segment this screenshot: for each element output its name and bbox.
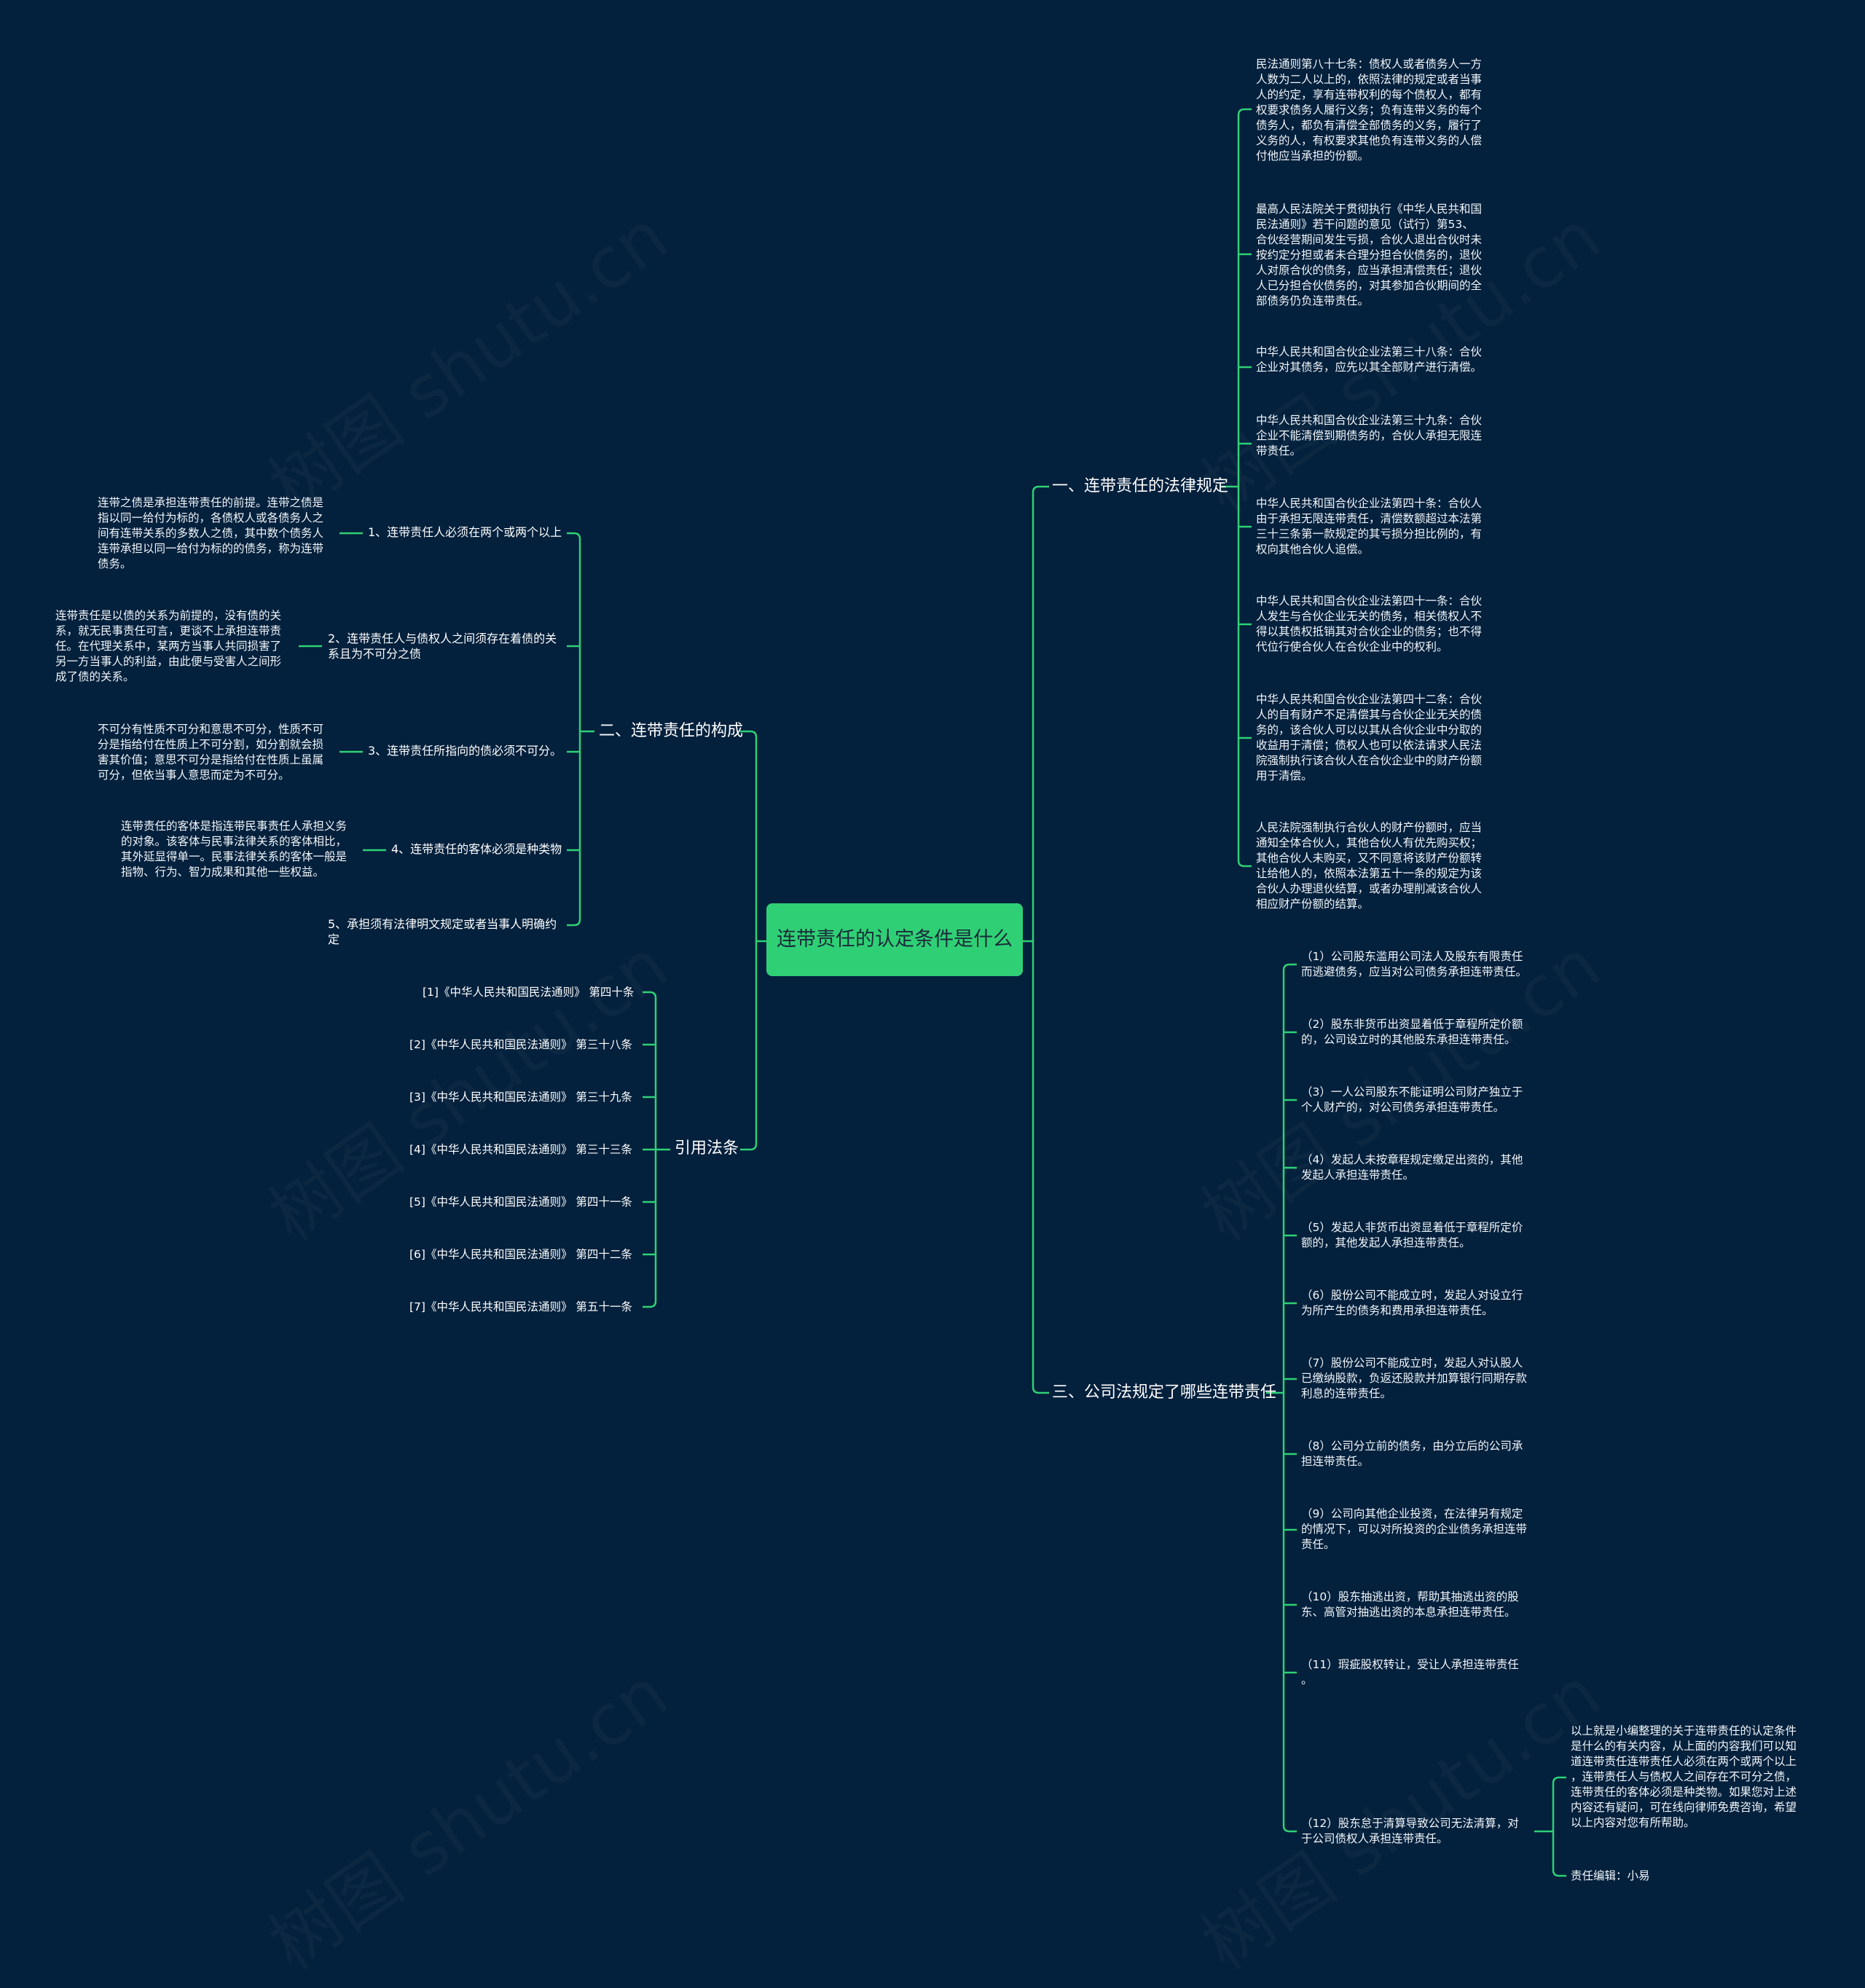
composition-item[interactable]: 4、连带责任的客体必须是种类物: [391, 842, 562, 856]
composition-detail: 连带责任的客体是指连带民事责任人承担义务 的对象。该客体与民事法律关系的客体相比…: [121, 820, 348, 879]
branch-refs-title[interactable]: 引用法条: [675, 1139, 739, 1158]
company-item: （6）股份公司不能成立时，发起人对设立行 为所产生的债务和费用承担连带责任。: [1301, 1289, 1523, 1317]
legal-item: 中华人民共和国合伙企业法第四十一条：合伙 人发生与合伙企业无关的债务，相关债权人…: [1256, 594, 1483, 653]
legal-item: 最高人民法院关于贯彻执行《中华人民共和国 民法通则》若干问题的意见（试行）第53…: [1256, 203, 1483, 307]
company-item: （3）一人公司股东不能证明公司财产独立于 个人财产的，对公司债务承担连带责任。: [1301, 1085, 1523, 1114]
company-item: （4）发起人未按章程规定缴足出资的，其他 发起人承担连带责任。: [1301, 1153, 1523, 1182]
connector-lines: [299, 108, 1566, 1877]
company-item: （1）公司股东滥用公司法人及股东有限责任 而逃避债务，应当对公司债务承担连带责任…: [1301, 950, 1528, 978]
legal-item: 中华人民共和国合伙企业法第四十二条：合伙 人的自有财产不足清偿其与合伙企业无关的…: [1256, 693, 1483, 782]
ref-item[interactable]: [2]《中华人民共和国民法通则》 第三十八条: [409, 1038, 632, 1051]
summary-link: [1552, 1869, 1566, 1877]
branch-legal-title[interactable]: 一、连带责任的法律规定: [1052, 477, 1229, 495]
root-node[interactable]: 连带责任的认定条件是什么: [766, 903, 1023, 976]
root-left-link: [740, 1143, 758, 1151]
company-link: [1282, 1825, 1297, 1833]
branch-company-title[interactable]: 三、公司法规定了哪些连带责任: [1052, 1383, 1277, 1402]
composition-detail: 连带之债是承担连带责任的前提。连带之债是 指以同一给付为标的，各债权人或各债务人…: [98, 496, 324, 570]
company-item: （10）股东抽逃出资，帮助其抽逃出资的股 东、高管对抽逃出资的本息承担连带责任。: [1301, 1590, 1519, 1619]
ref-item[interactable]: [4]《中华人民共和国民法通则》 第三十三条: [409, 1143, 632, 1156]
ref-item[interactable]: [5]《中华人民共和国民法通则》 第四十一条: [409, 1195, 632, 1209]
composition-item[interactable]: 2、连带责任人与债权人之间须存在着债的关 系且为不可分之债: [328, 632, 557, 661]
composition-link: [567, 532, 581, 540]
legal-item: 中华人民共和国合伙企业法第三十九条：合伙 企业不能清偿到期债务的，合伙人承担无限…: [1256, 414, 1483, 457]
branch-composition-title[interactable]: 二、连带责任的构成: [599, 722, 744, 740]
root-right-link: [1032, 485, 1049, 493]
company-item: （11）瑕疵股权转让，受让人承担连带责任 。: [1301, 1658, 1519, 1686]
refs-link: [643, 1300, 657, 1308]
ref-item[interactable]: [7]《中华人民共和国民法通则》 第五十一条: [409, 1300, 632, 1313]
company-item: （9）公司向其他企业投资，在法律另有规定 的情况下，可以对所投资的企业债务承担连…: [1301, 1507, 1528, 1551]
company-item: （7）股份公司不能成立时，发起人对认股人 已缴纳股款，负返还股款并加算银行同期存…: [1301, 1356, 1528, 1400]
legal-link: [1237, 860, 1252, 868]
legal-item: 中华人民共和国合伙企业法第四十条：合伙人 由于承担无限连带责任，清偿数额超过本法…: [1256, 497, 1483, 556]
company-item: （2）股东非货币出资显着低于章程所定价额 的，公司设立时的其他股东承担连带责任。: [1301, 1018, 1523, 1046]
composition-item[interactable]: 5、承担须有法律明文规定或者当事人明确约 定: [328, 917, 557, 946]
composition-item[interactable]: 3、连带责任所指向的债必须不可分。: [368, 744, 562, 758]
legal-link: [1237, 108, 1252, 116]
composition-link: [567, 919, 581, 927]
company-item: （8）公司分立前的债务，由分立后的公司承 担连带责任。: [1301, 1439, 1523, 1468]
root-left-link: [740, 730, 758, 738]
composition-item[interactable]: 1、连带责任人必须在两个或两个以上: [368, 525, 562, 539]
composition-detail: 连带责任是以债的关系为前提的，没有债的关 系，就无民事责任可言，更谈不上承担连带…: [55, 609, 282, 683]
composition-detail: 不可分有性质不可分和意思不可分，性质不可 分是指给付在性质上不可分割，如分割就会…: [98, 723, 324, 782]
legal-item: 民法通则第八十七条：债权人或者债务人一方 人数为二人以上的，依照法律的规定或者当…: [1256, 58, 1483, 162]
refs-link: [643, 991, 657, 999]
ref-item[interactable]: [6]《中华人民共和国民法通则》 第四十二条: [409, 1248, 632, 1261]
company-item: （5）发起人非货币出资显着低于章程所定价 额的，其他发起人承担连带责任。: [1301, 1221, 1523, 1249]
root-right-link: [1032, 1386, 1049, 1394]
legal-item: 人民法院强制执行合伙人的财产份额时，应当 通知全体合伙人，其他合伙人有优先购买权…: [1256, 821, 1483, 911]
ref-item[interactable]: [3]《中华人民共和国民法通则》 第三十九条: [409, 1091, 632, 1104]
company-link: [1282, 963, 1297, 971]
company-editor: 责任编辑：小易: [1571, 1869, 1650, 1882]
company-item: （12）股东怠于清算导致公司无法清算，对 于公司债权人承担连带责任。: [1301, 1817, 1519, 1845]
company-summary: 以上就是小编整理的关于连带责任的认定条件 是什么的有关内容，从上面的内容我们可以…: [1571, 1724, 1797, 1829]
root-title: 连带责任的认定条件是什么: [777, 928, 1013, 951]
legal-item: 中华人民共和国合伙企业法第三十八条：合伙 企业对其债务，应先以其全部财产进行清偿…: [1256, 345, 1483, 374]
ref-item[interactable]: [1]《中华人民共和国民法通则》 第四十条: [423, 986, 635, 999]
summary-link: [1552, 1776, 1566, 1784]
